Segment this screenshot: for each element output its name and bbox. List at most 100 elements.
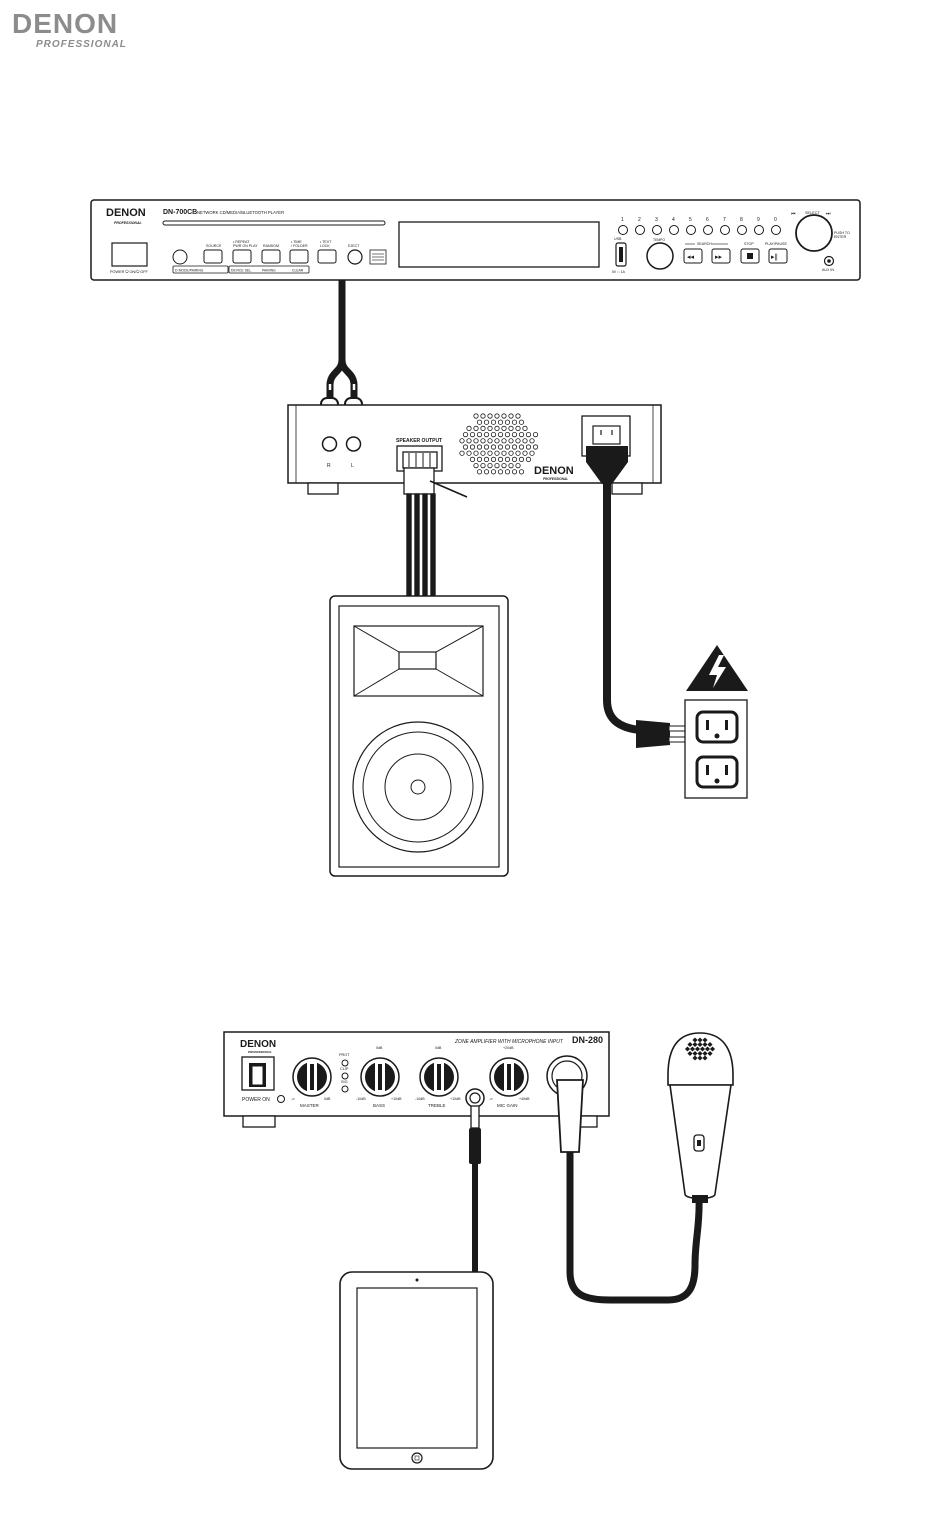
speaker-cabinet — [329, 595, 509, 877]
vent-hole — [476, 456, 483, 462]
vent-hole — [497, 444, 504, 450]
number-button-4[interactable] — [669, 225, 679, 235]
wall-outlet — [684, 699, 748, 799]
tablet-camera — [415, 1278, 419, 1282]
network-label: D-MODE/PAIRING — [175, 269, 204, 273]
number-label-6: 6 — [706, 217, 709, 223]
vent-hole — [480, 450, 486, 456]
vent-hole — [497, 456, 504, 462]
outlet-socket-bottom[interactable] — [695, 755, 739, 789]
tempo-knob[interactable] — [646, 242, 674, 270]
vent-hole — [483, 456, 490, 462]
number-button-2[interactable] — [635, 225, 645, 235]
vent-hole — [511, 419, 518, 425]
vent-hole — [466, 438, 472, 444]
tablet-home-button[interactable] — [411, 1452, 423, 1464]
rca-jack-left-label: L — [351, 463, 354, 469]
master-knob[interactable] — [292, 1057, 332, 1097]
rca-jack-left[interactable] — [345, 436, 362, 452]
prot-led — [341, 1059, 349, 1067]
power-cord — [603, 484, 651, 735]
text-button[interactable] — [317, 249, 337, 264]
stop-icon — [747, 253, 753, 259]
vent-hole — [490, 469, 497, 475]
repeat-button[interactable] — [232, 249, 252, 264]
number-button-5[interactable] — [686, 225, 696, 235]
master-label: MASTER — [300, 1103, 320, 1108]
mic-cable — [556, 1079, 703, 1304]
vent-hole — [515, 462, 521, 469]
vent-hole — [487, 425, 493, 431]
top-amplifier-brand-sub: PROFESSIONAL — [543, 477, 568, 481]
rewind-icon: ◂◂ — [687, 254, 695, 261]
random-button[interactable] — [261, 249, 281, 264]
vent-hole — [490, 456, 497, 462]
bass-knob[interactable] — [360, 1057, 400, 1097]
search-back-button[interactable] — [683, 248, 703, 264]
vent-hole — [515, 450, 521, 456]
aux-plug-tip — [470, 1105, 480, 1129]
dn280-description: ZONE AMPLIFIER WITH MICROPHONE INPUT — [454, 1039, 564, 1045]
player-description: NETWORK CD/MEDIA/BLUETOOTH PLAYER — [197, 210, 284, 215]
treble-knob[interactable] — [419, 1057, 459, 1097]
source-button[interactable] — [203, 249, 223, 264]
select-knob[interactable] — [795, 214, 833, 252]
dn280-foot-left — [242, 1115, 276, 1128]
logo-denon-text: DENON — [12, 8, 119, 39]
play-pause-label: PLAY/PAUSE — [765, 242, 787, 246]
vent-hole — [504, 419, 511, 425]
outlet-socket-top[interactable] — [695, 710, 739, 744]
number-button-6[interactable] — [703, 225, 713, 235]
number-button-0[interactable] — [771, 225, 781, 235]
vent-hole — [483, 469, 490, 475]
time-button[interactable] — [289, 249, 309, 264]
vent-hole — [487, 438, 493, 444]
vent-hole — [501, 438, 507, 444]
vent-hole — [473, 425, 479, 431]
time-button-label: • TIME/ FOLDER — [291, 240, 308, 248]
vent-hole — [476, 431, 483, 438]
vent-hole — [469, 431, 476, 438]
vent-hole — [480, 425, 486, 431]
vent-hole — [508, 462, 514, 469]
search-forward-button[interactable] — [711, 248, 731, 264]
number-button-7[interactable] — [720, 225, 730, 235]
vent-hole — [462, 431, 469, 438]
number-button-1[interactable] — [618, 225, 628, 235]
speaker-terminal-plug — [402, 451, 438, 469]
vent-hole — [511, 456, 518, 462]
play-pause-button[interactable] — [768, 248, 788, 264]
vent-hole — [508, 413, 514, 419]
rca-jack-right-label: R — [327, 463, 331, 469]
mic-cable-line — [566, 1152, 703, 1304]
vent-hole — [518, 456, 525, 462]
mic-gain-top: +20dB — [503, 1046, 514, 1050]
vent-hole — [518, 431, 525, 438]
prot-label: PROT — [339, 1053, 350, 1057]
treble-max: +10dB — [450, 1097, 461, 1101]
previous-track-icon: ⏮ — [791, 211, 796, 217]
player-power-switch[interactable] — [111, 242, 148, 267]
fast-forward-icon: ▸▸ — [715, 254, 723, 261]
eject-button[interactable] — [347, 249, 363, 265]
vent-hole — [487, 450, 493, 456]
xlr-plug — [556, 1079, 584, 1153]
number-button-3[interactable] — [652, 225, 662, 235]
vent-hole — [497, 431, 504, 438]
number-label-0: 0 — [774, 217, 777, 223]
mic-gain-knob[interactable] — [489, 1057, 529, 1097]
sub-label-pairing: PAIRING — [262, 269, 276, 273]
number-label-2: 2 — [638, 217, 641, 223]
rca-jack-right[interactable] — [321, 436, 338, 452]
aux-in-label: AUX IN — [822, 268, 834, 272]
number-label-9: 9 — [757, 217, 760, 223]
vent-hole — [476, 469, 483, 475]
sig-led — [341, 1085, 349, 1093]
speaker-connector-block — [403, 467, 435, 495]
number-button-8[interactable] — [737, 225, 747, 235]
number-button-9[interactable] — [754, 225, 764, 235]
